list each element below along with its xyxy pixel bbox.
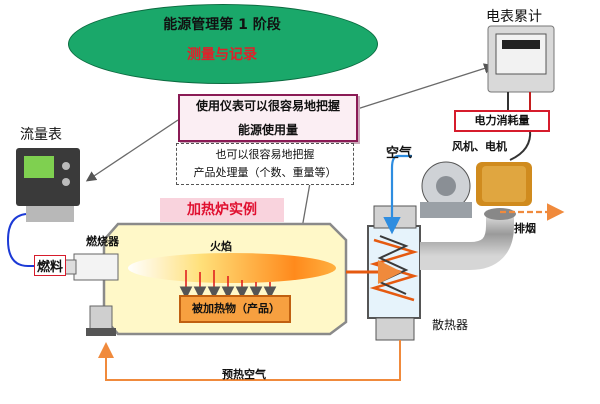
exhaust-pipe bbox=[420, 212, 514, 270]
fan-motor-icon bbox=[420, 161, 532, 218]
note-main-box bbox=[178, 94, 358, 142]
burner-flame-icon bbox=[128, 253, 336, 283]
pointer-to-meter bbox=[353, 63, 495, 111]
note-main-line2: 能源使用量 bbox=[237, 123, 298, 137]
electric-meter-icon bbox=[487, 25, 555, 112]
title-line2: 测量与记录 bbox=[187, 47, 257, 63]
preheat-loop bbox=[98, 340, 401, 381]
note-secondary-line1: 也可以很容易地把握 bbox=[215, 148, 315, 161]
product-label: 被加热物（产品） bbox=[192, 302, 280, 315]
note-secondary-line2: 产品处理量（个数、重量等） bbox=[193, 166, 337, 179]
flame-label: 火焰 bbox=[210, 240, 232, 253]
note-secondary-box bbox=[176, 143, 354, 185]
heating-furnace-label: 加热炉实例 bbox=[160, 198, 284, 222]
fan-motor-label: 风机、电机 bbox=[452, 140, 507, 153]
exhaust-label: 排烟 bbox=[514, 222, 536, 235]
title-line1: 能源管理第 1 阶段 bbox=[163, 17, 281, 33]
note-main-line1: 使用仪表可以很容易地把握 bbox=[195, 99, 340, 113]
pointer-to-flowmeter bbox=[85, 119, 179, 182]
electric-meter-label: 电表累计 bbox=[486, 9, 542, 25]
radiator-label: 散热器 bbox=[432, 318, 469, 332]
burner-label: 燃烧器 bbox=[86, 235, 119, 248]
title-oval bbox=[68, 4, 378, 84]
air-label: 空气 bbox=[386, 146, 413, 161]
preheated-air-label: 预热空气 bbox=[222, 368, 266, 381]
product-box bbox=[179, 295, 291, 323]
power-consumption-label: 电力消耗量 bbox=[454, 110, 550, 132]
flow-meter-icon bbox=[16, 148, 80, 222]
flow-meter-label: 流量表 bbox=[20, 127, 62, 143]
fuel-label: 燃料 bbox=[34, 255, 67, 276]
